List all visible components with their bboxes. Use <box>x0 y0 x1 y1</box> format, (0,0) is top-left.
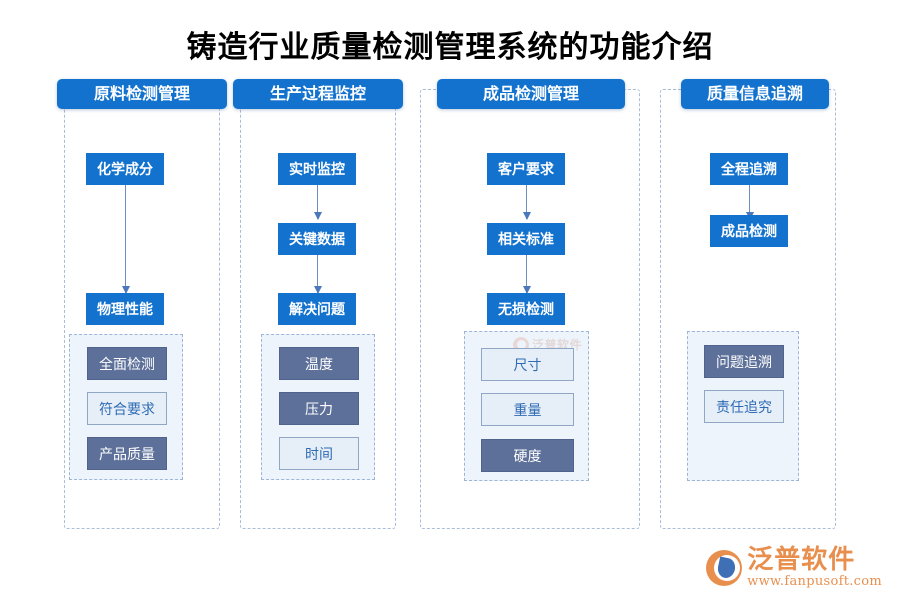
flow-node-2-2[interactable]: 无损检测 <box>487 293 565 325</box>
flow-node-0-0[interactable]: 化学成分 <box>86 153 164 185</box>
column-quality-traceability: 质量信息追溯 全程追溯 成品检测 问题追溯 责任追究 <box>660 79 836 529</box>
flow-node-3-1[interactable]: 成品检测 <box>710 215 788 247</box>
chip-1-2[interactable]: 时间 <box>279 437 359 470</box>
inner-panel-1: 温度 压力 时间 <box>261 334 375 480</box>
column-header-3[interactable]: 质量信息追溯 <box>681 79 829 109</box>
column-finished-product-inspection: 成品检测管理 客户要求 相关标准 无损检测 泛普软件 尺寸 重量 硬度 <box>420 79 640 529</box>
connector-1-1 <box>313 255 322 294</box>
brand-url: www.fanpusoft.com <box>747 574 882 589</box>
diagram-board: 原料检测管理 化学成分 物理性能 全面检测 符合要求 产品质量 生产过程监控 实… <box>0 78 900 529</box>
flow-node-1-1[interactable]: 关键数据 <box>278 223 356 255</box>
chip-1-0[interactable]: 温度 <box>279 347 359 380</box>
chip-0-2[interactable]: 产品质量 <box>87 437 167 470</box>
chip-2-2[interactable]: 硬度 <box>481 439 574 472</box>
column-production-monitoring: 生产过程监控 实时监控 关键数据 解决问题 温度 压力 时间 <box>233 79 403 529</box>
chip-2-0[interactable]: 尺寸 <box>481 348 574 381</box>
chip-3-0[interactable]: 问题追溯 <box>704 345 784 378</box>
column-raw-material-inspection: 原料检测管理 化学成分 物理性能 全面检测 符合要求 产品质量 <box>57 79 227 529</box>
brand-logo: 泛普软件 www.fanpusoft.com <box>706 547 882 588</box>
connector-0-0 <box>121 185 130 294</box>
connector-2-0 <box>522 185 531 220</box>
chip-1-1[interactable]: 压力 <box>279 392 359 425</box>
page-title: 铸造行业质量检测管理系统的功能介绍 <box>186 30 714 65</box>
inner-panel-3: 问题追溯 责任追究 <box>687 331 799 481</box>
brand-wordmark: 泛普软件 www.fanpusoft.com <box>747 547 882 588</box>
column-header-0[interactable]: 原料检测管理 <box>57 79 227 109</box>
flow-node-2-1[interactable]: 相关标准 <box>487 223 565 255</box>
connector-2-1 <box>522 255 531 294</box>
flow-node-1-2[interactable]: 解决问题 <box>278 293 356 325</box>
chip-2-1[interactable]: 重量 <box>481 393 574 426</box>
chip-3-1[interactable]: 责任追究 <box>704 390 784 423</box>
connector-3-0 <box>745 185 754 220</box>
flow-node-0-1[interactable]: 物理性能 <box>86 293 164 325</box>
connector-1-0 <box>313 185 322 220</box>
column-header-1[interactable]: 生产过程监控 <box>233 79 403 109</box>
brand-name: 泛普软件 <box>747 545 856 575</box>
inner-panel-0: 全面检测 符合要求 产品质量 <box>69 334 183 480</box>
fanpu-logo-icon <box>706 549 743 586</box>
chip-0-1[interactable]: 符合要求 <box>87 392 167 425</box>
flow-node-1-0[interactable]: 实时监控 <box>278 153 356 185</box>
column-header-2[interactable]: 成品检测管理 <box>437 79 625 109</box>
flow-node-3-0[interactable]: 全程追溯 <box>710 153 788 185</box>
inner-panel-2: 泛普软件 尺寸 重量 硬度 <box>464 331 589 481</box>
flow-node-2-0[interactable]: 客户要求 <box>487 153 565 185</box>
chip-0-0[interactable]: 全面检测 <box>87 347 167 380</box>
